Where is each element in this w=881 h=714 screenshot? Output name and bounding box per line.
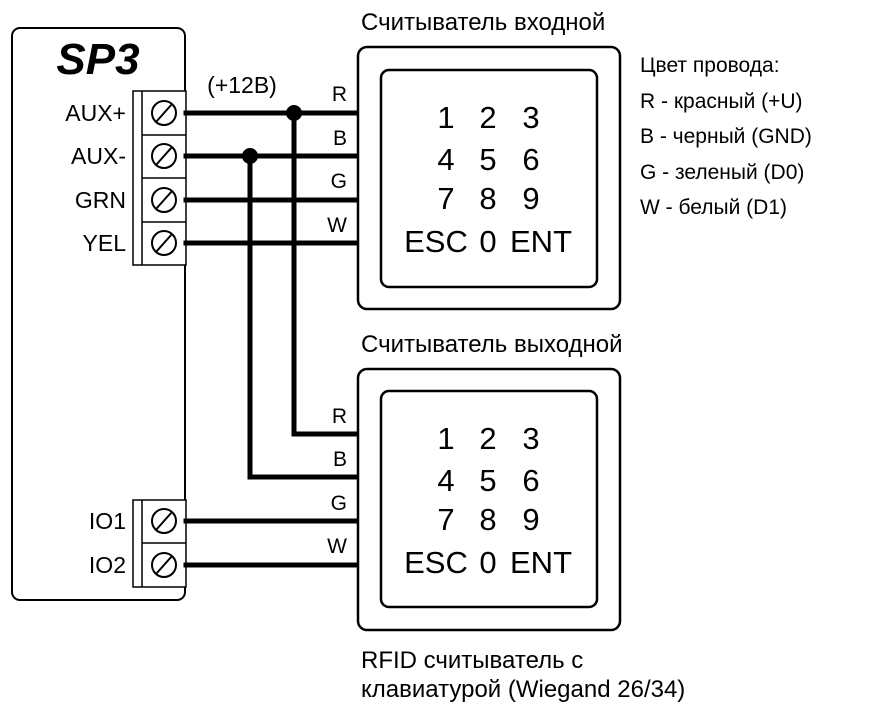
junction-dot [286,105,302,121]
reader-out-caption-line1: RFID считыватель с [361,647,583,674]
key-0: 0 [479,545,496,580]
terminal-label-io2: IO2 [89,552,126,578]
key-5: 5 [479,142,496,177]
screw-icon [151,100,177,126]
screw-icon [151,552,177,578]
reader-out-caption-line2: клавиатурой (Wiegand 26/34) [361,676,685,703]
terminal-label-aux-minus: AUX- [71,143,126,169]
reader-in-title: Считыватель входной [361,9,605,36]
terminal-label-io1: IO1 [89,508,126,534]
legend-item-r: R - красный (+U) [640,90,803,113]
wire-color-legend: Цвет провода: R - красный (+U) B - черны… [640,54,812,219]
key-2: 2 [479,100,496,135]
screw-icon [151,143,177,169]
screw-icon [151,508,177,534]
wire-label-b: B [333,127,347,150]
legend-item-w: W - белый (D1) [640,196,787,219]
wire-b-to-reader-out [247,153,361,480]
key-3: 3 [522,100,539,135]
reader-in-keypad: 1 2 3 4 5 6 7 8 9 ESC 0 ENT [404,100,572,259]
wire-label-r: R [332,405,347,428]
wire-label-b: B [333,448,347,471]
terminal-label-aux-plus: AUX+ [65,100,126,126]
key-ent: ENT [510,545,572,580]
key-6: 6 [522,142,539,177]
reader-in-keypad-panel [379,68,599,289]
key-9: 9 [522,502,539,537]
key-1: 1 [437,421,454,456]
screw-icon [151,230,177,256]
terminal-label-yel: YEL [83,230,127,256]
junction-dot [242,148,258,164]
supply-voltage-label: (+12B) [207,72,277,98]
key-9: 9 [522,181,539,216]
key-4: 4 [437,142,454,177]
wire-label-g: G [331,492,347,515]
key-ent: ENT [510,224,572,259]
key-4: 4 [437,463,454,498]
key-5: 5 [479,463,496,498]
key-7: 7 [437,181,454,216]
wire-r-to-reader-out [291,110,361,437]
legend-item-b: B - черный (GND) [640,125,812,148]
key-0: 0 [479,224,496,259]
wire-label-w: W [327,214,347,237]
sp3-title: SP3 [56,35,139,84]
terminal-block-bottom [132,499,187,588]
terminal-block-top [132,90,187,266]
wire-label-r: R [332,83,347,106]
key-2: 2 [479,421,496,456]
key-esc: ESC [404,545,468,580]
reader-out-keypad-panel [379,389,599,609]
legend-item-g: G - зеленый (D0) [640,161,804,184]
wire-label-w: W [327,535,347,558]
reader-out-keypad: 1 2 3 4 5 6 7 8 9 ESC 0 ENT [404,421,572,580]
terminal-label-grn: GRN [75,187,126,213]
key-8: 8 [479,181,496,216]
key-6: 6 [522,463,539,498]
key-esc: ESC [404,224,468,259]
key-3: 3 [522,421,539,456]
key-8: 8 [479,502,496,537]
key-7: 7 [437,502,454,537]
wire-label-g: G [331,170,347,193]
reader-out-title: Считыватель выходной [361,331,623,358]
screw-icon [151,187,177,213]
legend-title: Цвет провода: [640,54,780,77]
key-1: 1 [437,100,454,135]
